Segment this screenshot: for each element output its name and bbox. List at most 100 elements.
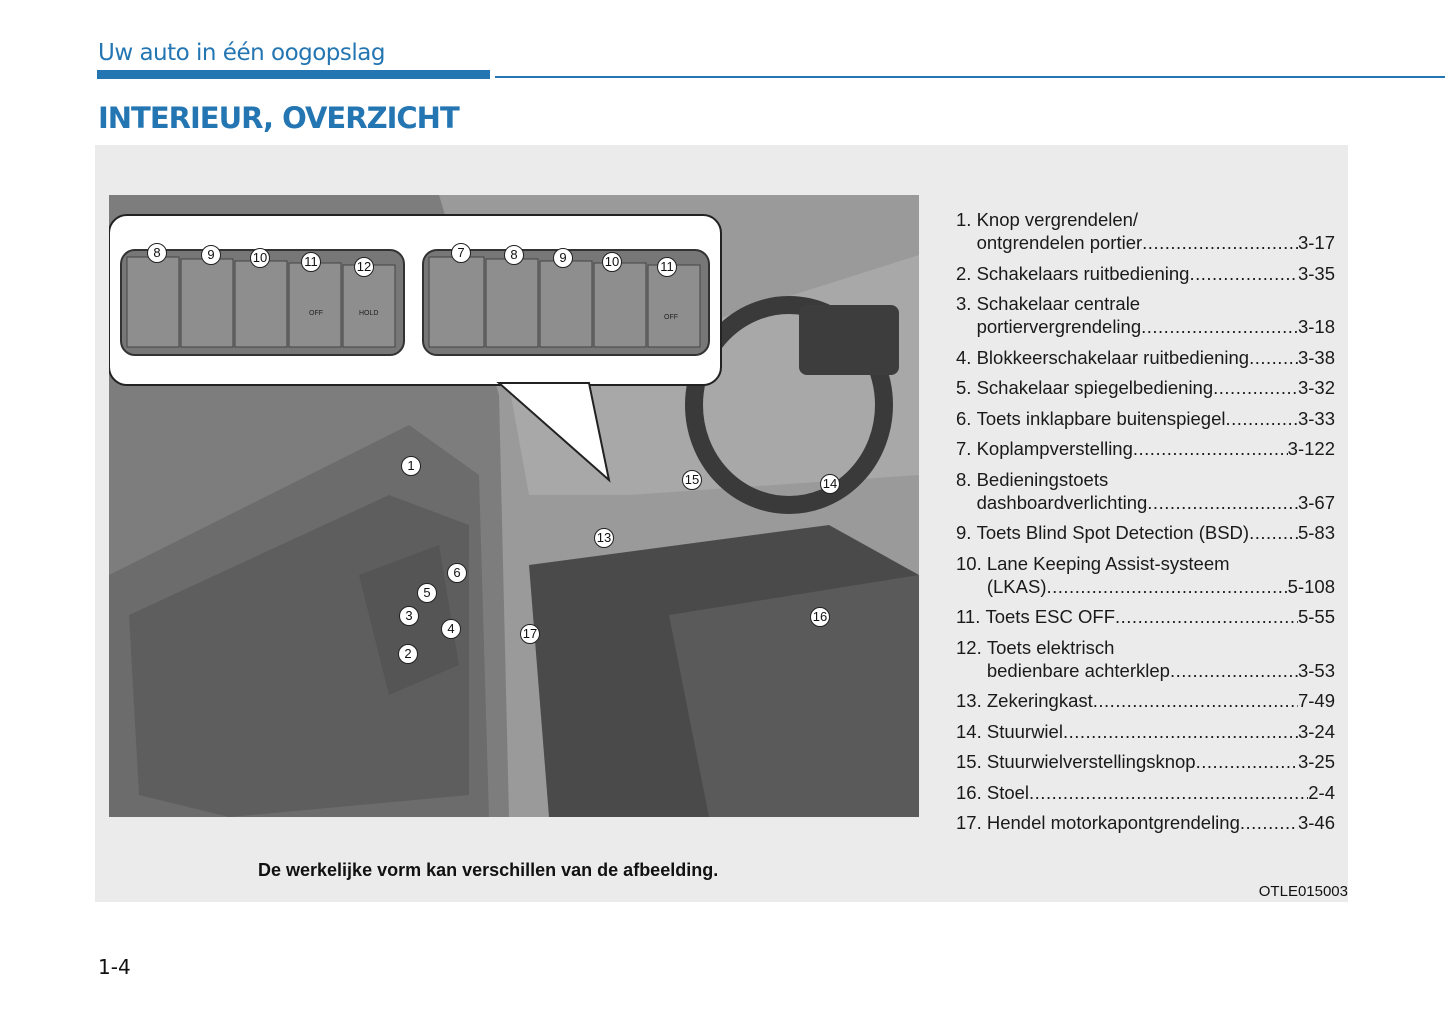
- item-label: dashboardverlichting: [976, 491, 1148, 513]
- page-number: 1-4: [98, 955, 131, 979]
- list-item: 16. Stoel 2-4: [956, 781, 1335, 804]
- inset-callout-12: 12: [354, 257, 374, 277]
- item-page-ref: 2-4: [1308, 781, 1335, 803]
- list-item: 7. Koplampverstelling 3-122: [956, 437, 1335, 460]
- item-page-ref: 5-55: [1297, 606, 1335, 627]
- item-number: 4.: [956, 346, 977, 368]
- callout-17: 17: [520, 624, 540, 644]
- inset-callout-9b: 9: [553, 248, 573, 268]
- item-label: Lane Keeping Assist-systeem: [986, 552, 1230, 574]
- item-number: 16.: [956, 781, 987, 803]
- inset-callout-8: 8: [147, 243, 167, 263]
- item-label: Zekeringkast: [986, 690, 1093, 711]
- list-item: 1. Knop vergrendelen/ontgrendelen portie…: [956, 208, 1335, 254]
- dot-leader: [1029, 781, 1308, 804]
- image-code: OTLE015003: [1258, 883, 1348, 900]
- item-page-ref: 7-49: [1297, 690, 1335, 711]
- page-title: INTERIEUR, OVERZICHT: [98, 101, 460, 135]
- dot-leader: [1047, 575, 1288, 598]
- item-page-ref: 3-25: [1297, 751, 1335, 772]
- callout-13: 13: [594, 528, 614, 548]
- item-page-ref: 3-67: [1297, 491, 1335, 513]
- item-page-ref: 5-108: [1287, 575, 1335, 597]
- item-page-ref: 3-46: [1297, 812, 1335, 833]
- dot-leader: [1170, 659, 1298, 682]
- figure-caption: De werkelijke vorm kan verschillen van d…: [258, 860, 719, 880]
- list-item: 6. Toets inklapbare buitenspiegel 3-33: [956, 407, 1335, 430]
- header-bar: [97, 70, 490, 79]
- inset-off-label-2: OFF: [664, 314, 678, 321]
- item-number: 3.: [956, 293, 977, 314]
- section-header: Uw auto in één oogopslag: [98, 40, 385, 66]
- list-item: 15. Stuurwielverstellingsknop 3-25: [956, 750, 1335, 773]
- callout-1: 1: [401, 456, 421, 476]
- item-page-ref: 3-53: [1297, 659, 1335, 681]
- item-number: 15.: [956, 751, 987, 772]
- callout-2: 2: [398, 644, 418, 664]
- list-item: 4. Blokkeerschakelaar ruitbediening3-38: [956, 346, 1335, 369]
- item-label: Koplampverstelling: [976, 438, 1133, 459]
- item-page-ref: 3-122: [1287, 438, 1335, 459]
- dot-leader: [1249, 521, 1298, 544]
- item-number: 1.: [956, 209, 977, 230]
- item-number: 2.: [956, 262, 977, 284]
- item-number: 9.: [956, 522, 977, 543]
- list-item: 10. Lane Keeping Assist-systeem(LKAS) 5-…: [956, 552, 1335, 598]
- item-number: 6.: [956, 407, 977, 429]
- item-label: (LKAS): [986, 575, 1047, 597]
- item-label: Toets elektrisch: [986, 636, 1115, 658]
- inset-callout-8b: 8: [504, 245, 524, 265]
- dot-leader: [1115, 605, 1298, 628]
- item-label: Stoel: [986, 781, 1030, 803]
- item-number: 17.: [956, 812, 987, 833]
- list-item: 17. Hendel motorkapontgrendeling 3-46: [956, 811, 1335, 834]
- dot-leader: [1196, 750, 1298, 773]
- dot-leader: [1147, 491, 1298, 514]
- item-label: ontgrendelen portier: [976, 232, 1143, 253]
- inset-callout-10b: 10: [602, 252, 622, 272]
- inset-callout-11b: 11: [657, 257, 677, 277]
- item-number: 8.: [956, 468, 977, 490]
- item-label: portiervergrendeling: [976, 316, 1142, 337]
- callout-14: 14: [820, 474, 840, 494]
- item-label: Schakelaar spiegelbediening: [976, 377, 1214, 398]
- item-label: Bedieningstoets: [976, 468, 1109, 490]
- inset-callout-9: 9: [201, 245, 221, 265]
- item-label: Toets ESC OFF: [985, 606, 1116, 627]
- item-page-ref: 3-32: [1297, 377, 1335, 398]
- item-label: Hendel motorkapontgrendeling: [986, 812, 1240, 833]
- callout-4: 4: [441, 619, 461, 639]
- item-label: Schakelaars ruitbediening: [976, 262, 1190, 284]
- item-label: Schakelaar centrale: [976, 293, 1141, 314]
- callout-5: 5: [417, 583, 437, 603]
- dot-leader: [1240, 811, 1298, 834]
- list-item: 13. Zekeringkast7-49: [956, 689, 1335, 712]
- inset-callout-7: 7: [451, 243, 471, 263]
- list-item: 9. Toets Blind Spot Detection (BSD) 5-83: [956, 521, 1335, 544]
- item-page-ref: 3-24: [1297, 720, 1335, 742]
- item-label: Knop vergrendelen/: [976, 209, 1139, 230]
- dot-leader: [1213, 376, 1298, 399]
- interior-illustration: OFF HOLD OFF: [109, 195, 919, 817]
- item-label: Blokkeerschakelaar ruitbediening: [976, 346, 1250, 368]
- dot-leader: [1142, 231, 1298, 254]
- item-page-ref: 3-33: [1297, 407, 1335, 429]
- item-page-ref: 3-35: [1297, 262, 1335, 284]
- list-item: 2. Schakelaars ruitbediening 3-35: [956, 262, 1335, 285]
- inset-hold-label: HOLD: [359, 310, 378, 317]
- item-number: 7.: [956, 438, 977, 459]
- interior-drawing: OFF HOLD OFF: [109, 195, 919, 817]
- item-label: bedienbare achterklep: [986, 659, 1170, 681]
- inset-callout-10: 10: [250, 248, 270, 268]
- header-rule: [495, 76, 1445, 78]
- dot-leader: [1225, 407, 1297, 430]
- inset-off-label: OFF: [309, 310, 323, 317]
- item-label: Toets inklapbare buitenspiegel: [976, 407, 1226, 429]
- callout-3: 3: [399, 606, 419, 626]
- item-label: Toets Blind Spot Detection (BSD): [976, 522, 1250, 543]
- item-label: Stuurwiel: [986, 720, 1063, 742]
- item-number: 5.: [956, 377, 977, 398]
- list-item: 14. Stuurwiel3-24: [956, 720, 1335, 743]
